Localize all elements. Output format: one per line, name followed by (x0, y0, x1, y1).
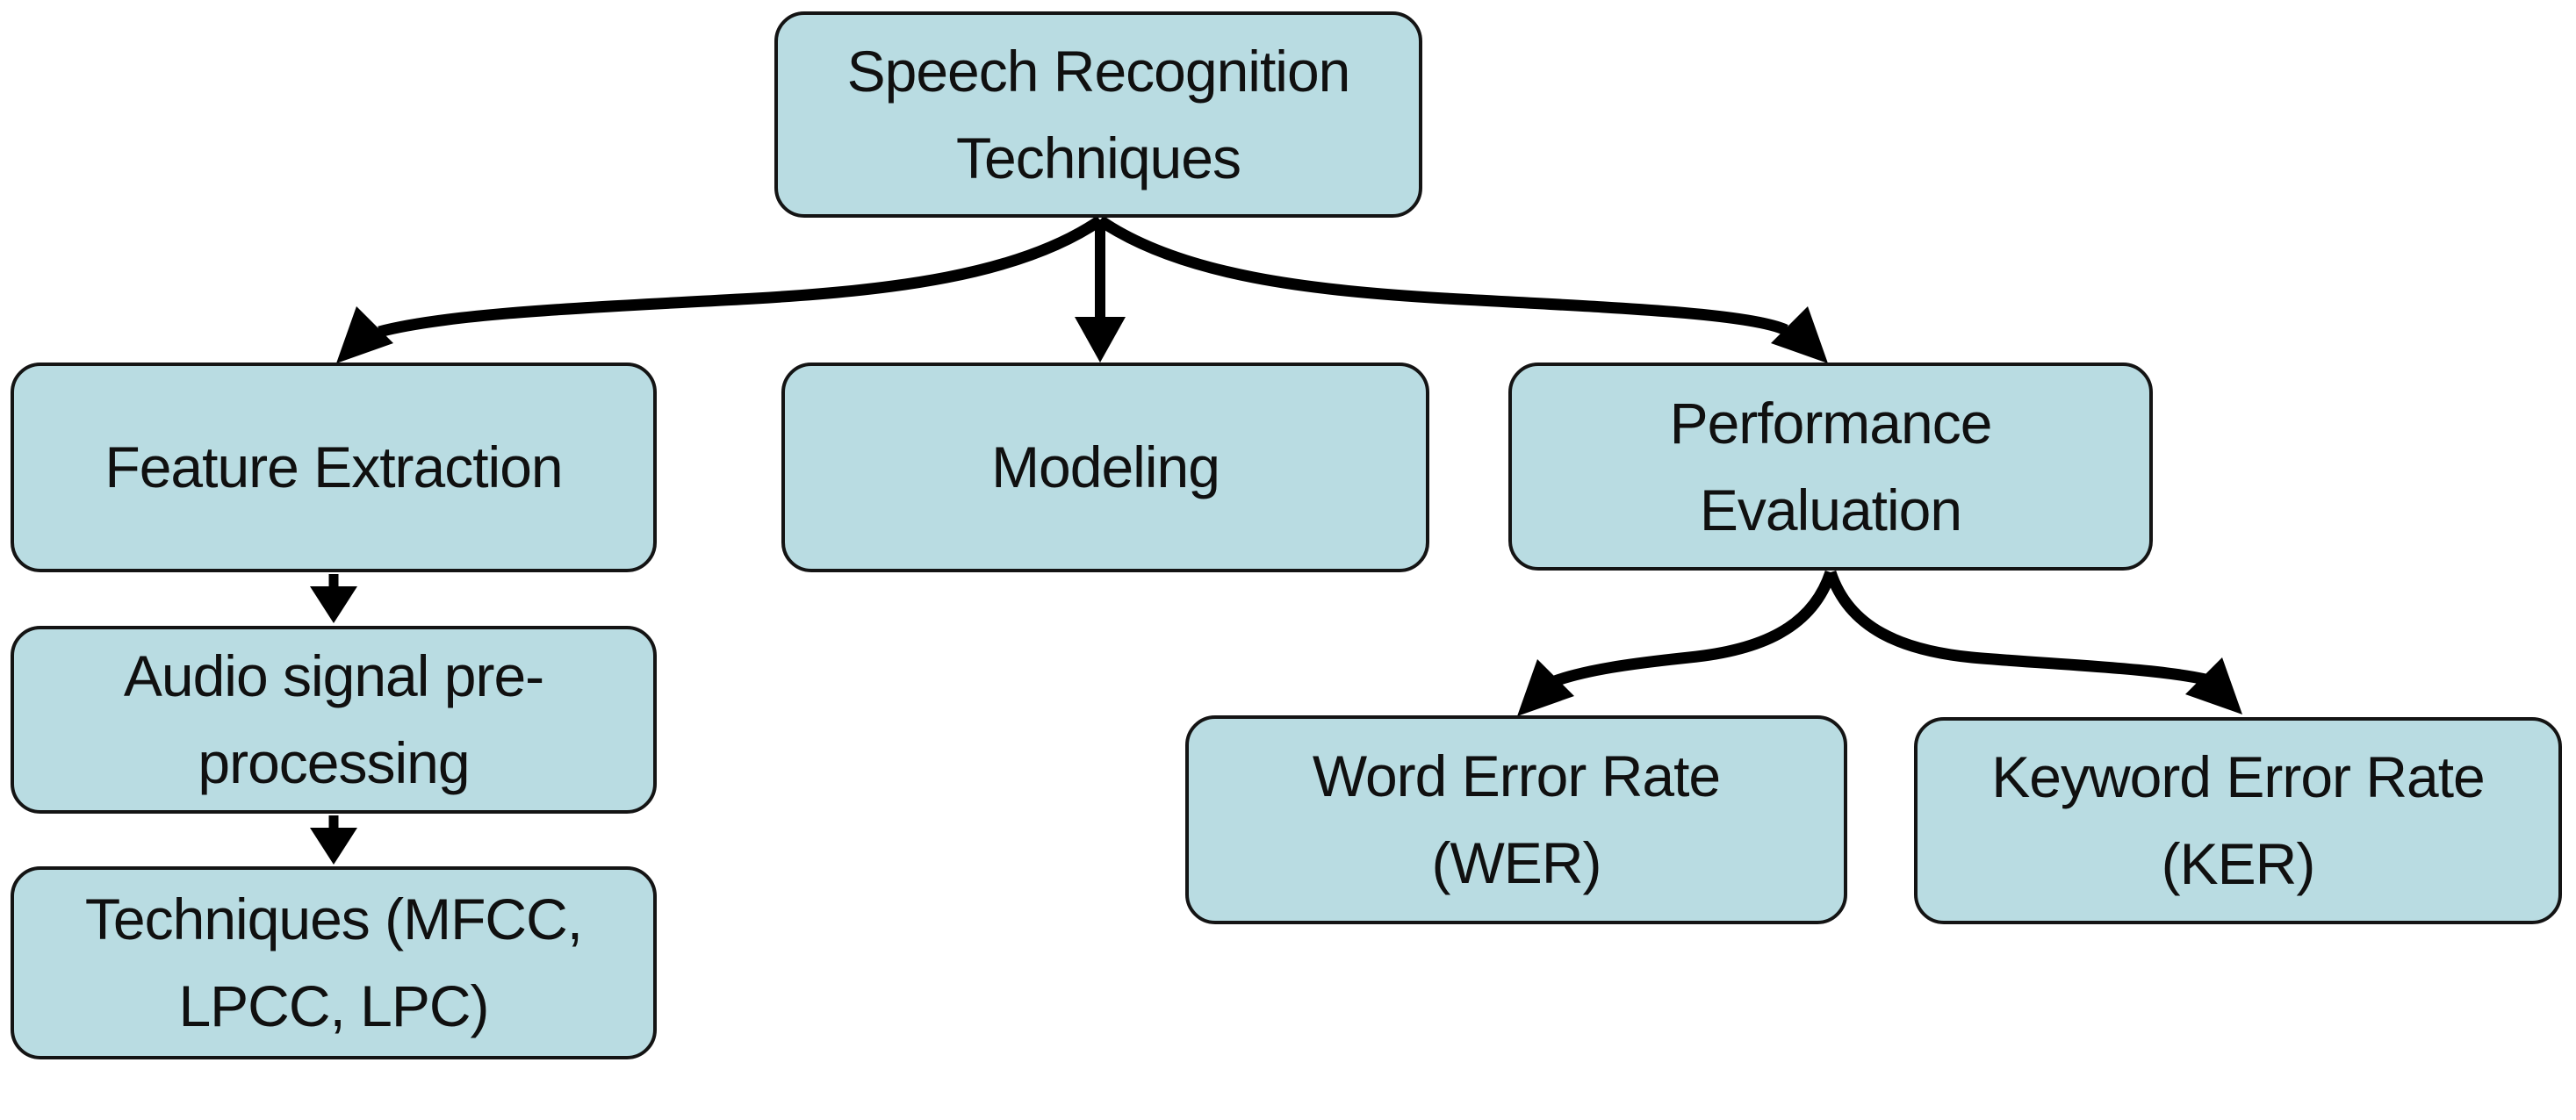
edge-root-to-feature-extraction (378, 215, 1104, 338)
node-speech-recognition-techniques: Speech Recognition Techniques (774, 11, 1422, 218)
arrowhead-performance-evaluation-to-ker (2185, 657, 2242, 714)
arrowhead-root-to-modeling (1075, 317, 1126, 363)
node-word-error-rate: Word Error Rate (WER) (1185, 715, 1847, 924)
node-keyword-error-rate: Keyword Error Rate (KER) (1914, 717, 2562, 924)
arrowhead-root-to-feature-extraction (336, 306, 393, 363)
node-feature-extraction: Feature Extraction (11, 363, 657, 572)
node-performance-evaluation: Performance Evaluation (1508, 363, 2153, 571)
arrowhead-root-to-performance-evaluation (1771, 306, 1828, 363)
arrowhead-performance-evaluation-to-wer (1517, 659, 1574, 716)
edge-performance-evaluation-to-wer (1550, 570, 1837, 688)
node-modeling: Modeling (781, 363, 1429, 572)
arrowhead-audio-preprocessing-to-techniques (310, 828, 357, 865)
node-techniques-mfcc-lpcc-lpc: Techniques (MFCC, LPCC, LPC) (11, 866, 657, 1059)
arrowhead-feature-extraction-to-audio-preprocessing (310, 586, 357, 623)
edge-performance-evaluation-to-ker (1824, 570, 2211, 686)
edge-root-to-performance-evaluation (1097, 215, 1788, 335)
node-audio-signal-preprocessing: Audio signal pre- processing (11, 626, 657, 814)
